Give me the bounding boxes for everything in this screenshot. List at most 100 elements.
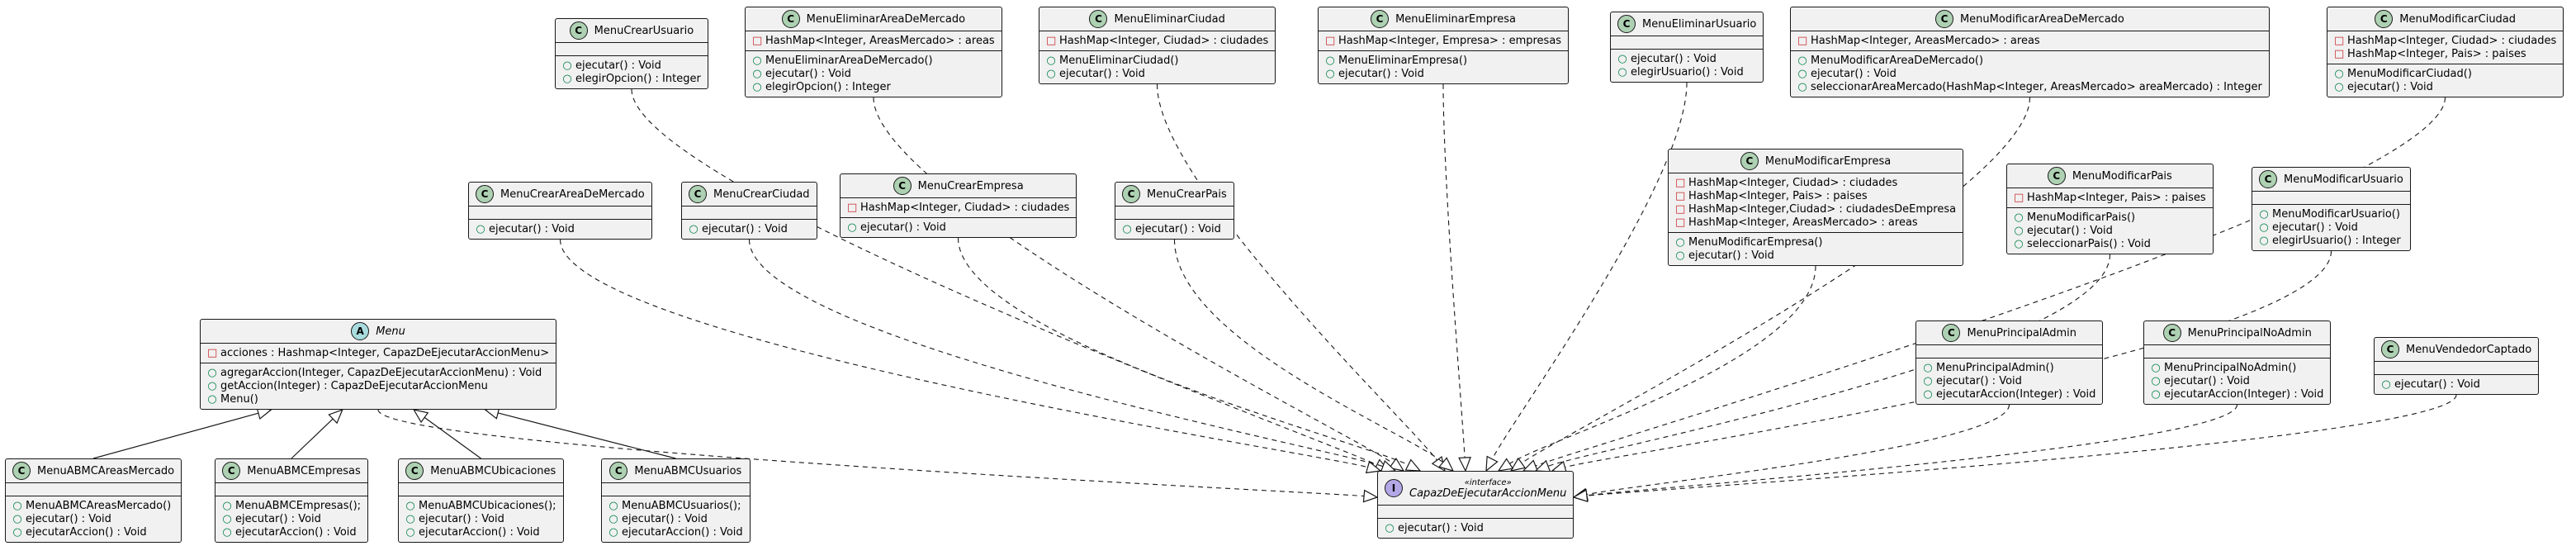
method-text: ejecutar() : Void — [1398, 521, 1484, 534]
public-visibility-icon: ○ — [1325, 67, 1335, 80]
public-visibility-icon: ○ — [2259, 221, 2269, 234]
fields-section: □HashMap<Integer, Empresa> : empresas — [1319, 31, 1569, 50]
method-text: elegirUsuario() : Void — [1631, 65, 1744, 78]
realization-arrowhead — [1404, 458, 1422, 472]
realization-edge — [1173, 239, 1444, 463]
public-visibility-icon: ○ — [405, 512, 415, 525]
public-visibility-icon: ○ — [476, 222, 485, 235]
method-text: elegirUsuario() : Integer — [2272, 234, 2401, 247]
class-marker-icon: C — [2047, 167, 2066, 185]
methods-section: ○ejecutar() : Void○elegirOpcion() : Inte… — [556, 55, 708, 88]
class-marker-icon: C — [1371, 10, 1390, 28]
method-row: ○MenuEliminarAreaDeMercado() — [752, 54, 995, 67]
public-visibility-icon: ○ — [1617, 65, 1627, 78]
public-visibility-icon: ○ — [1797, 67, 1807, 80]
methods-section: ○MenuEliminarCiudad()○ejecutar() : Void — [1039, 50, 1276, 83]
realization-edge — [748, 239, 1384, 468]
method-row: ○ejecutar() : Void — [1046, 67, 1268, 80]
method-row: ○MenuModificarEmpresa() — [1675, 235, 1956, 249]
fields-section — [1916, 344, 2103, 358]
method-row: ○MenuModificarCiudad() — [2334, 67, 2556, 80]
public-visibility-icon: ○ — [12, 499, 22, 512]
public-visibility-icon: ○ — [608, 512, 618, 525]
method-text: MenuModificarPais() — [2027, 211, 2136, 224]
method-row: ○ejecutar() : Void — [847, 221, 1069, 234]
method-row: ○MenuPrincipalAdmin() — [1923, 361, 2095, 374]
field-row: □HashMap<Integer, Ciudad> : ciudades — [1675, 176, 1956, 189]
method-row: ○ejecutar() : Void — [222, 512, 361, 525]
public-visibility-icon: ○ — [2259, 207, 2269, 221]
class-name: MenuCrearUsuario — [594, 24, 694, 37]
realization-arrowhead — [1572, 489, 1589, 502]
method-row: ○ejecutar() : Void — [405, 512, 556, 525]
method-text: elegirOpcion() : Integer — [765, 80, 891, 93]
field-text: acciones : Hashmap<Integer, CapazDeEjecu… — [220, 346, 550, 359]
public-visibility-icon: ○ — [1385, 521, 1395, 534]
realization-edge — [1509, 265, 1816, 464]
method-text: ejecutarAccion(Integer) : Void — [2164, 387, 2324, 401]
method-row: ○ ejecutar() : Void — [689, 222, 810, 235]
field-text: HashMap<Integer, Pais> : paises — [1688, 189, 1868, 202]
realization-edge — [631, 88, 1377, 466]
field-row: □HashMap<Integer, AreasMercado> : areas — [1797, 34, 2262, 47]
methods-section: ○ejecutar() : Void○ elegirUsuario() : Voi… — [1611, 49, 1764, 82]
class-marker-icon: C — [609, 462, 628, 480]
method-text: ejecutar() : Void — [765, 67, 851, 80]
realization-edge — [1586, 404, 2238, 496]
fields-section — [556, 42, 708, 55]
method-text: agregarAccion(Integer, CapazDeEjecutarAc… — [220, 366, 542, 379]
class-name: MenuVendedorCaptado — [2406, 343, 2532, 356]
class-marker-icon: C — [222, 462, 241, 480]
realization-arrowhead — [1438, 457, 1455, 472]
method-text: MenuModificarUsuario() — [2272, 207, 2400, 221]
field-row: □HashMap<Integer, Pais> : paises — [2334, 47, 2556, 60]
method-text: ejecutar() : Void — [489, 222, 575, 235]
fields-section — [215, 482, 368, 496]
method-text: ejecutar() : Void — [575, 59, 661, 72]
method-row: ○ejecutar() : Void — [1617, 52, 1756, 65]
class-name: MenuModificarPais — [2072, 169, 2172, 183]
method-text: MenuModificarEmpresa() — [1688, 235, 1823, 249]
method-text: ejecutar() : Void — [1631, 52, 1717, 65]
method-text: MenuABMCUsuarios(); — [622, 499, 741, 512]
fields-section — [1378, 505, 1574, 518]
method-text: ejecutar() : Void — [1688, 249, 1774, 262]
fields-section — [682, 206, 817, 219]
realization-edge — [1586, 404, 2010, 496]
field-row: □HashMap<Integer, Pais> : paises — [1675, 189, 1956, 202]
method-text: ejecutar() : Void — [702, 222, 788, 235]
method-text: ejecutar() : Void — [2027, 224, 2113, 237]
public-visibility-icon: ○ — [1923, 361, 1933, 374]
public-visibility-icon: ○ — [2014, 224, 2024, 237]
class-marker-icon: C — [1942, 324, 1961, 342]
fields-section — [469, 206, 651, 219]
method-row: ○elegirOpcion() : Integer — [752, 80, 995, 93]
realization-edge — [1535, 97, 2446, 467]
interface-marker-icon: I — [1385, 479, 1403, 497]
class-name: MenuABMCEmpresas — [247, 464, 361, 477]
methods-section: ○MenuABMCAreasMercado()○ejecutar() : Voi… — [6, 496, 182, 542]
fields-section — [2375, 361, 2539, 374]
method-row: ○ elegirUsuario() : Void — [1617, 65, 1756, 78]
method-row: ○MenuModificarUsuario() — [2259, 207, 2403, 221]
public-visibility-icon: ○ — [405, 499, 415, 512]
class-name: Menu — [376, 325, 405, 338]
class-marker-icon: C — [569, 21, 588, 40]
method-row: ○seleccionarAreaMercado(HashMap<Integer,… — [1797, 80, 2262, 93]
field-text: HashMap<Integer, AreasMercado> : areas — [1688, 216, 1918, 229]
class-name: MenuPrincipalNoAdmin — [2187, 326, 2312, 339]
public-visibility-icon: ○ — [12, 512, 22, 525]
methods-section: ○MenuModificarCiudad()○ejecutar() : Void — [2327, 64, 2564, 97]
abstract-class-marker-icon: A — [351, 322, 370, 340]
method-row: ○MenuABMCUbicaciones(); — [405, 499, 556, 512]
method-row: ○elegirOpcion() : Integer — [562, 72, 700, 85]
method-row: ○MenuModificarPais() — [2014, 211, 2206, 224]
public-visibility-icon: ○ — [689, 222, 698, 235]
